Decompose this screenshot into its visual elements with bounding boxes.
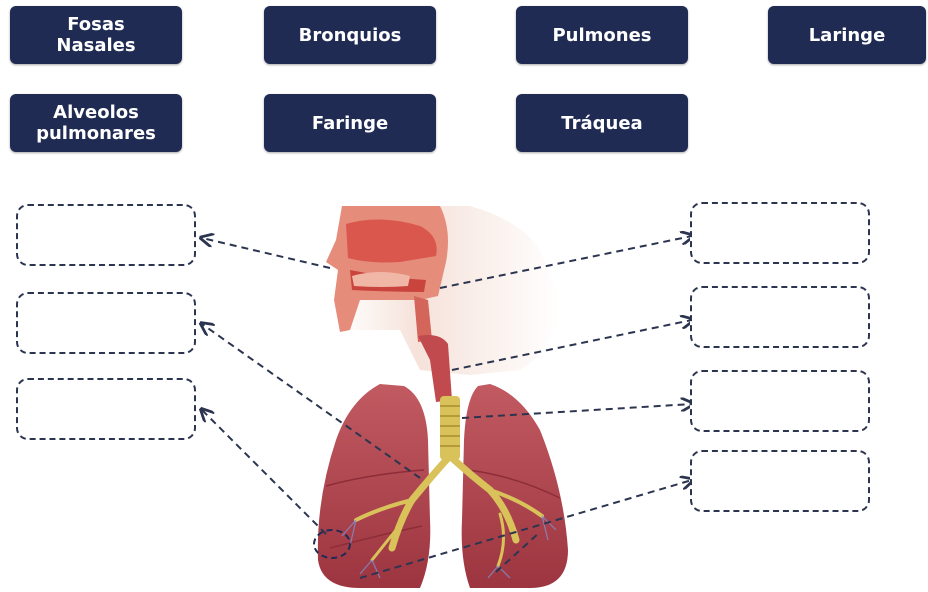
arrow-to-left-box-3: [202, 410, 326, 534]
trachea: [440, 396, 460, 460]
answer-box-right-2[interactable]: [690, 286, 870, 348]
answer-box-right-1[interactable]: [690, 202, 870, 264]
answer-box-right-4[interactable]: [690, 450, 870, 512]
answer-box-left-2[interactable]: [16, 292, 196, 354]
arrow-to-left-box-1: [202, 238, 330, 268]
answer-box-right-3[interactable]: [690, 370, 870, 432]
answer-box-left-1[interactable]: [16, 204, 196, 266]
answer-box-left-3[interactable]: [16, 378, 196, 440]
